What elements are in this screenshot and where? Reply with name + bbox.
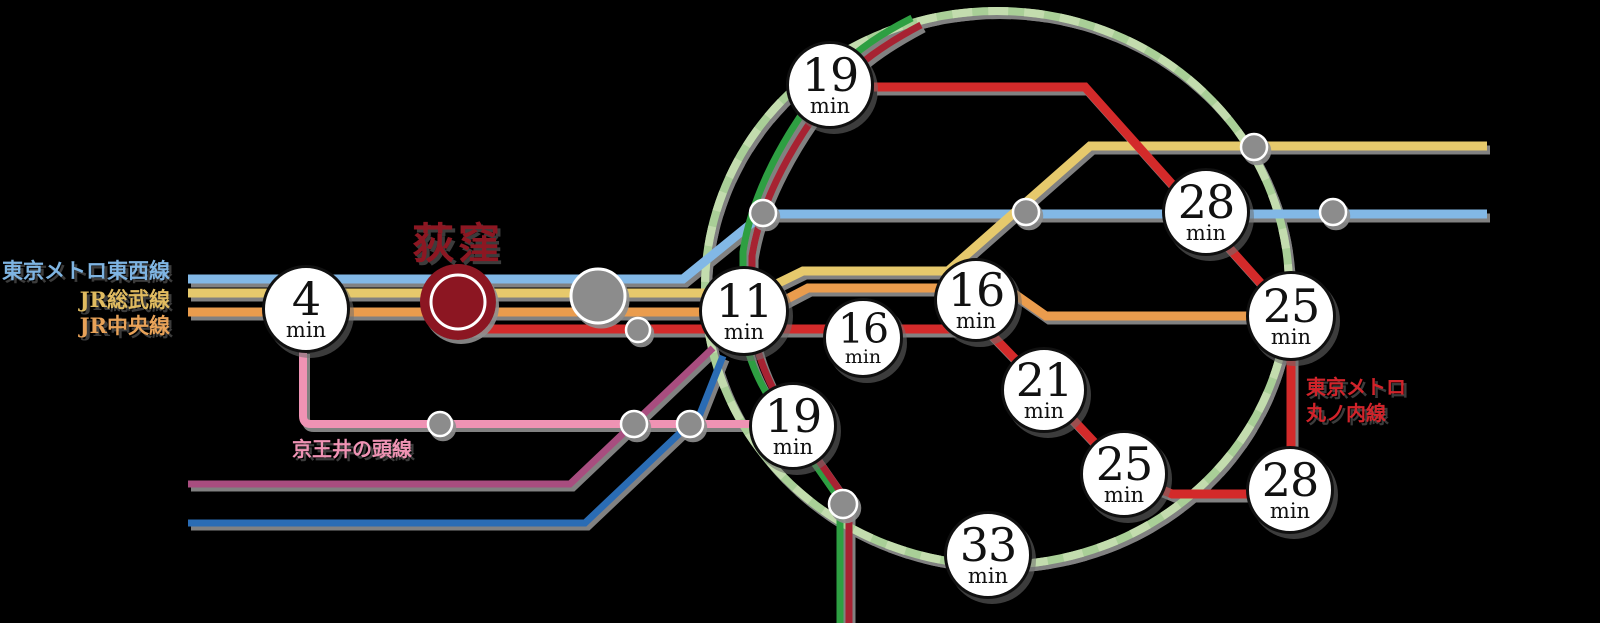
blue-line: [188, 354, 727, 527]
station-dot: [748, 198, 778, 228]
time-value: 28: [1261, 452, 1320, 507]
line-label-sobu: JR総武線: [79, 287, 170, 312]
station-dot: [624, 316, 652, 344]
time-value: 19: [764, 388, 823, 443]
station-dot: [675, 409, 705, 439]
line-label-inokashira: 京王井の頭線: [292, 437, 412, 461]
station-dot: [426, 410, 454, 438]
time-unit: min: [285, 317, 327, 342]
time-unit: min: [1185, 220, 1227, 245]
line-label-marunouchi-line2: 丸ノ内線: [1306, 401, 1386, 425]
time-unit: min: [1103, 482, 1145, 507]
time-value: 16: [947, 262, 1006, 317]
time-unit: min: [809, 93, 851, 118]
inokashira-line: [299, 350, 750, 428]
station-dot: [827, 488, 859, 520]
station-dot: [1318, 197, 1348, 227]
time-unit: min: [844, 345, 882, 368]
time-unit: min: [772, 434, 814, 459]
chuo-line: [188, 283, 1248, 321]
time-unit: min: [967, 563, 1009, 588]
interchange-marker-large: [569, 267, 627, 325]
time-value: 16: [837, 304, 889, 353]
time-unit: min: [1023, 398, 1065, 423]
ogikubo-station-ring: [429, 273, 487, 331]
time-value: 11: [715, 273, 774, 328]
time-value: 33: [959, 517, 1018, 572]
time-value: 19: [801, 47, 860, 102]
line-label-chuo: JR中央線: [79, 313, 170, 338]
line-label-marunouchi-line1: 東京メトロ: [1306, 375, 1406, 399]
station-title: 荻窪: [411, 219, 504, 268]
station-dot: [1011, 197, 1041, 227]
time-unit: min: [1269, 498, 1311, 523]
station-dot: [1239, 132, 1269, 162]
line-label-tozai: 東京メトロ東西線: [2, 258, 170, 283]
time-value: 4: [291, 271, 321, 326]
line-label-marunouchi: 東京メトロ 丸ノ内線: [1306, 374, 1436, 426]
time-unit: min: [955, 308, 997, 333]
time-value: 28: [1177, 174, 1236, 229]
purple-line: [188, 345, 716, 488]
time-unit: min: [723, 319, 765, 344]
sobu-line: [188, 141, 1487, 298]
time-value: 21: [1015, 352, 1074, 407]
station-dot: [619, 409, 649, 439]
time-unit: min: [1270, 324, 1312, 349]
time-value: 25: [1095, 436, 1154, 491]
time-value: 25: [1262, 278, 1321, 333]
